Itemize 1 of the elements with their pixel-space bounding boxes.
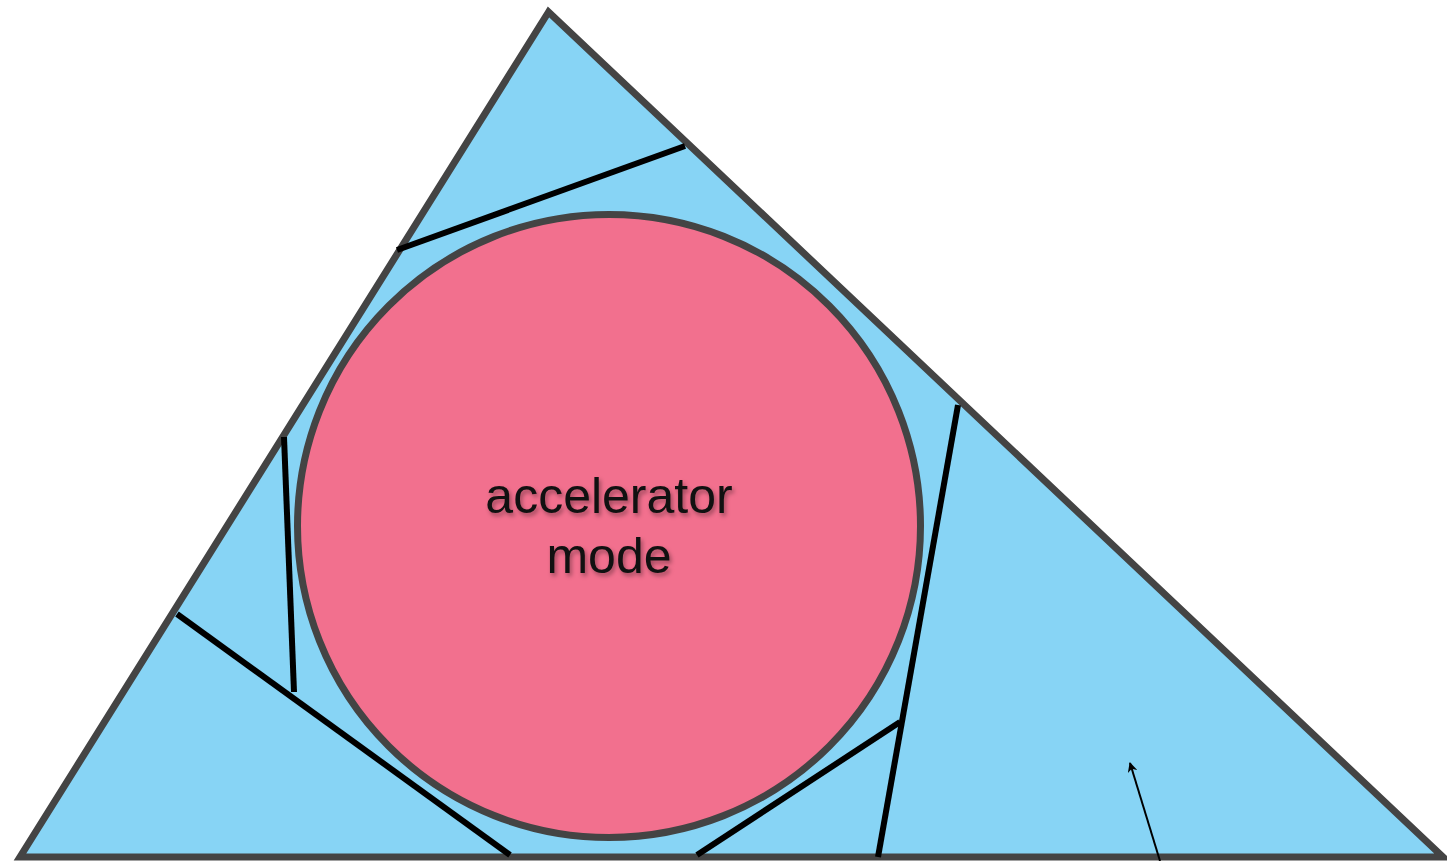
node-label: accelerator mode [484, 467, 734, 586]
